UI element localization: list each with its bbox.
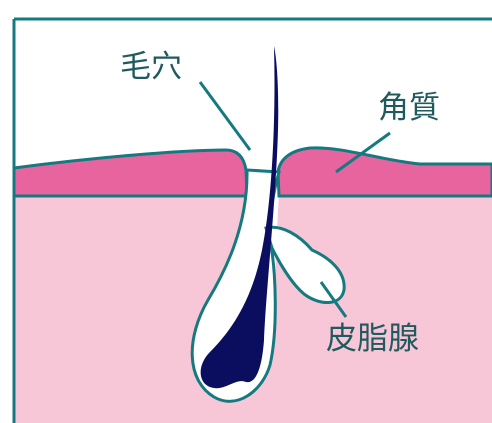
pore-label: 毛穴	[120, 49, 182, 85]
sebaceous-gland-label: 皮脂腺	[326, 321, 419, 357]
stratum-corneum-left	[14, 150, 247, 196]
stratum-corneum-label: 角質	[378, 90, 440, 126]
stratum-corneum-right	[278, 148, 492, 196]
pore-leader-line	[200, 82, 250, 150]
